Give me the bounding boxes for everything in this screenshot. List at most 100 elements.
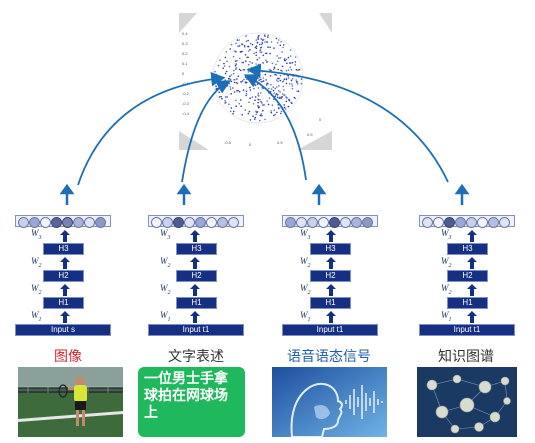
scatter-point — [277, 106, 280, 109]
scatter-point — [238, 57, 241, 60]
scatter-point — [220, 95, 222, 98]
scatter-point — [250, 67, 253, 69]
scatter-point — [244, 54, 247, 56]
scatter-point — [297, 69, 299, 71]
scatter-point — [255, 110, 257, 113]
scatter-point — [261, 80, 264, 83]
scatter-point — [238, 44, 241, 47]
up-arrow-icon — [467, 311, 477, 323]
scatter-point — [217, 75, 220, 78]
scatter-point — [283, 94, 285, 96]
scatter-point — [297, 90, 300, 92]
svg-text:-0.4: -0.4 — [182, 111, 190, 116]
scatter-point — [222, 76, 225, 79]
scatter-point — [224, 102, 226, 104]
scatter-point — [257, 37, 259, 39]
layer-h2: H2 — [447, 270, 488, 282]
scatter-point — [277, 90, 280, 92]
network-image: W3 H3 W2 H2 W2 H1 W1 Input s — [15, 215, 111, 337]
scatter-point — [239, 99, 242, 101]
scatter-point — [260, 92, 262, 94]
scatter-point — [236, 90, 238, 92]
scatter-point — [254, 70, 257, 72]
scatter-point — [283, 58, 286, 60]
scatter-point — [259, 114, 262, 117]
up-arrow-icon — [467, 284, 477, 296]
scatter-point — [275, 79, 278, 81]
scatter-point — [253, 77, 255, 80]
scatter-point — [216, 87, 218, 90]
scatter-point — [217, 82, 220, 85]
scatter-point — [262, 38, 265, 41]
scatter-point — [261, 104, 264, 106]
scatter-point — [251, 62, 253, 64]
scatter-point — [278, 72, 280, 74]
scatter-point — [260, 38, 263, 40]
scatter-point — [296, 90, 298, 93]
scatter-point — [281, 106, 284, 109]
weight-w2b: W2 — [31, 283, 42, 296]
up-arrow-icon — [326, 257, 336, 269]
scatter-point — [238, 39, 240, 41]
scatter-point — [259, 51, 261, 53]
scatter-point — [291, 83, 293, 85]
scatter-point — [215, 77, 217, 80]
scatter-point — [241, 61, 243, 64]
scatter-point — [232, 55, 235, 58]
scatter-point — [292, 74, 295, 76]
layer-h1: H1 — [176, 297, 217, 309]
scatter-point — [278, 85, 280, 87]
scatter-point — [274, 113, 276, 116]
scatter-point — [270, 41, 273, 43]
scatter-point — [247, 68, 250, 71]
scatter-point — [272, 86, 275, 88]
scatter-point — [230, 43, 233, 46]
svg-text:0.1: 0.1 — [182, 61, 188, 66]
scatter-point — [257, 63, 260, 66]
scatter-point — [240, 80, 242, 83]
scatter-point — [247, 112, 250, 115]
scatter-point — [269, 91, 272, 93]
scatter-point — [261, 41, 264, 44]
input-layer: Input t1 — [419, 324, 515, 336]
scatter-point — [269, 52, 271, 55]
scatter-point — [252, 103, 255, 105]
scatter-point — [266, 82, 268, 85]
scatter-point — [242, 61, 245, 64]
scatter-point — [259, 43, 261, 46]
scatter-point — [247, 56, 249, 59]
scatter-point — [228, 65, 231, 68]
scatter-point — [278, 77, 280, 80]
scatter-point — [252, 67, 254, 70]
scatter-point — [257, 65, 260, 68]
scatter-point — [243, 45, 246, 47]
weight-w2: W2 — [441, 256, 452, 269]
up-arrow-icon — [326, 230, 336, 242]
scatter-point — [296, 83, 299, 85]
scatter-point — [254, 99, 256, 101]
scatter-point — [277, 94, 279, 96]
embedding-vector — [282, 215, 378, 228]
scatter-point — [285, 58, 288, 61]
scatter-point — [287, 105, 290, 108]
scatter-point — [272, 95, 275, 98]
scatter-point — [300, 82, 303, 85]
scatter-point — [247, 63, 250, 66]
scatter-point — [241, 50, 243, 53]
scatter-point — [279, 74, 282, 77]
svg-text:0.3: 0.3 — [182, 41, 188, 46]
scatter-point — [235, 42, 237, 45]
scatter-point — [289, 49, 292, 51]
scatter-point — [284, 59, 286, 62]
scatter-point — [233, 78, 235, 81]
scatter-point — [274, 87, 277, 90]
scatter-point — [235, 99, 237, 102]
scatter-point — [257, 77, 259, 79]
svg-text:0.5: 0.5 — [277, 140, 283, 145]
scatter-point — [261, 114, 263, 117]
label-image: 图像 — [54, 349, 82, 365]
scatter-point — [280, 41, 282, 43]
scatter-point — [280, 112, 282, 115]
scatter-point — [245, 60, 247, 62]
